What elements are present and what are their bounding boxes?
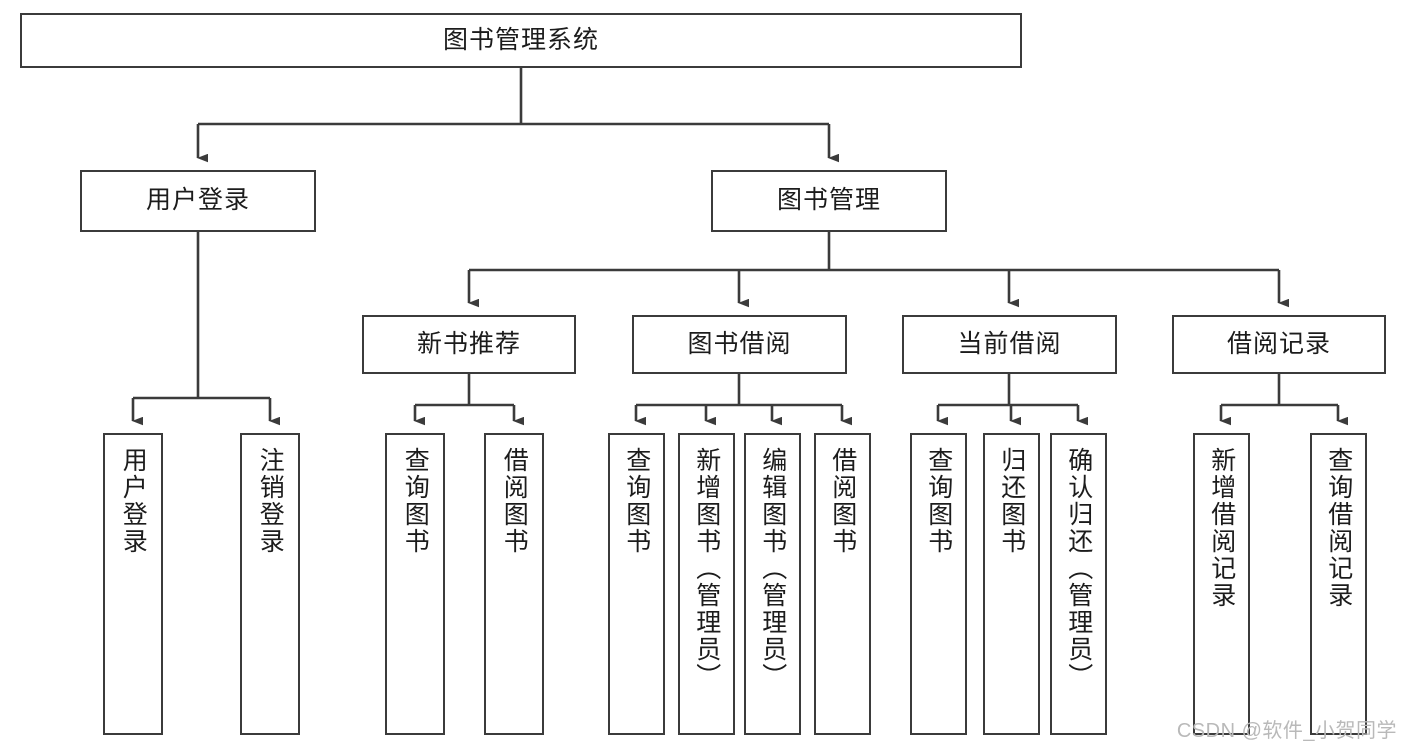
node-leaf-query-book-cur[interactable]: 查询图书 <box>910 433 967 735</box>
node-leaf-borrow-book-rec[interactable]: 借阅图书 <box>484 433 544 735</box>
node-new-book-recommend[interactable]: 新书推荐 <box>362 315 576 374</box>
leaf-label: 注销登录 <box>256 447 285 555</box>
node-leaf-user-logout[interactable]: 注销登录 <box>240 433 300 735</box>
node-leaf-query-record[interactable]: 查询借阅记录 <box>1310 433 1367 735</box>
node-leaf-add-book[interactable]: 新增图书（管理员） <box>678 433 735 735</box>
node-leaf-query-book-rec[interactable]: 查询图书 <box>385 433 445 735</box>
node-leaf-return-book[interactable]: 归还图书 <box>983 433 1040 735</box>
node-book-manage[interactable]: 图书管理 <box>711 170 947 232</box>
leaf-label: 用户登录 <box>119 447 148 555</box>
leaf-label: 查询图书 <box>622 447 651 555</box>
watermark: CSDN @软件_小贺同学 <box>1176 720 1397 742</box>
node-leaf-add-record[interactable]: 新增借阅记录 <box>1193 433 1250 735</box>
node-leaf-user-login[interactable]: 用户登录 <box>103 433 163 735</box>
node-borrow-record[interactable]: 借阅记录 <box>1172 315 1386 374</box>
node-leaf-borrow-book[interactable]: 借阅图书 <box>814 433 871 735</box>
leaf-label: 新增借阅记录 <box>1207 447 1236 609</box>
node-leaf-confirm-return[interactable]: 确认归还（管理员） <box>1050 433 1107 735</box>
node-leaf-query-book-bor[interactable]: 查询图书 <box>608 433 665 735</box>
leaf-label: 确认归还（管理员） <box>1064 447 1093 690</box>
leaf-label: 查询图书 <box>401 447 430 555</box>
node-current-borrow[interactable]: 当前借阅 <box>902 315 1117 374</box>
leaf-label: 归还图书 <box>997 447 1026 555</box>
leaf-label: 编辑图书（管理员） <box>758 447 787 690</box>
leaf-label: 查询图书 <box>924 447 953 555</box>
leaf-label: 借阅图书 <box>500 447 529 555</box>
leaf-label: 借阅图书 <box>828 447 857 555</box>
node-root[interactable]: 图书管理系统 <box>20 13 1022 68</box>
leaf-label: 新增图书（管理员） <box>692 447 721 690</box>
node-leaf-edit-book[interactable]: 编辑图书（管理员） <box>744 433 801 735</box>
leaf-label: 查询借阅记录 <box>1324 447 1353 609</box>
node-book-borrow[interactable]: 图书借阅 <box>632 315 847 374</box>
node-user-login[interactable]: 用户登录 <box>80 170 316 232</box>
